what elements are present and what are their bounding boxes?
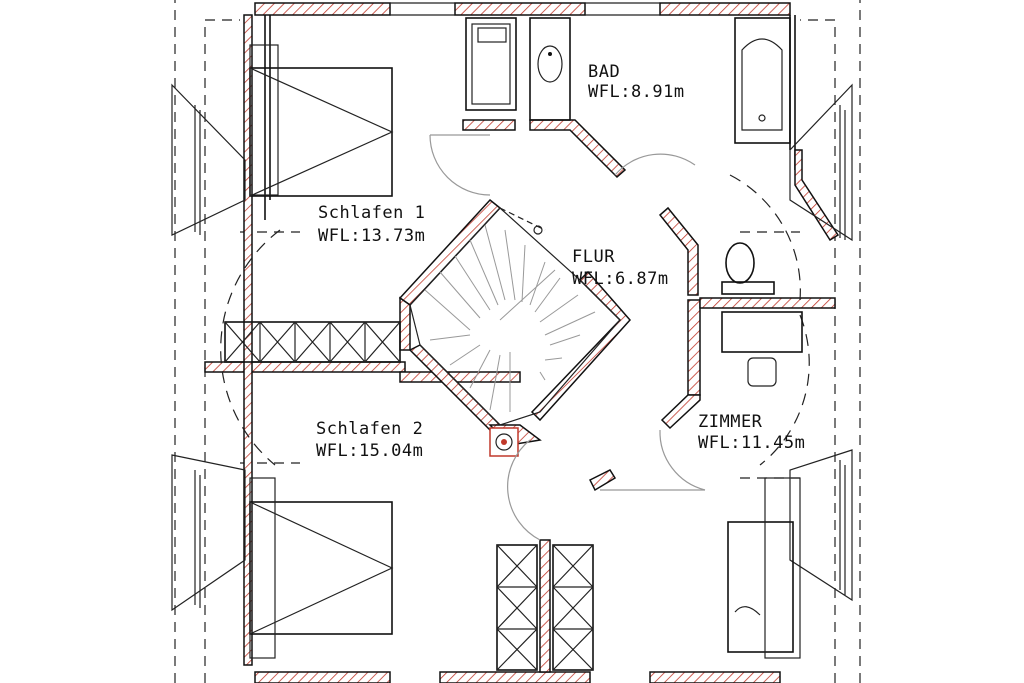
room-name-bad: BAD [588,62,620,82]
washbasin [529,17,571,121]
outer-walls [254,2,796,683]
room-name-zimmer: ZIMMER [698,412,763,432]
wardrobe-schlafen-2 [496,544,594,671]
desk [721,311,803,387]
room-name-schlafen-1: Schlafen 1 [318,203,425,223]
bathtub [734,17,791,144]
room-name-flur: FLUR [572,247,615,267]
label-flur: FLUR WFL:6.87m [572,247,669,289]
sofa-bed [727,477,801,659]
room-area-schlafen-2: WFL:15.04m [316,441,423,461]
room-area-schlafen-1: WFL:13.73m [318,226,425,246]
stairwell [398,198,632,446]
wardrobe-schlafen-1 [224,321,401,363]
toilet [721,242,775,295]
shower [465,17,517,111]
label-schlafen-1: Schlafen 1 WFL:13.73m [318,203,425,246]
label-schlafen-2: Schlafen 2 WFL:15.04m [316,419,423,461]
room-area-bad: WFL:8.91m [588,82,685,102]
door-swings [220,134,810,541]
chimney [489,427,519,457]
dormer-windows [171,83,853,612]
room-area-flur: WFL:6.87m [572,269,669,289]
interior-walls [204,14,840,673]
bed-schlafen-2 [249,477,394,659]
room-area-zimmer: WFL:11.45m [698,433,805,453]
room-name-schlafen-2: Schlafen 2 [316,419,423,439]
label-bad: BAD WFL:8.91m [588,62,685,102]
bed-schlafen-1 [249,44,394,197]
label-zimmer: ZIMMER WFL:11.45m [698,412,805,453]
